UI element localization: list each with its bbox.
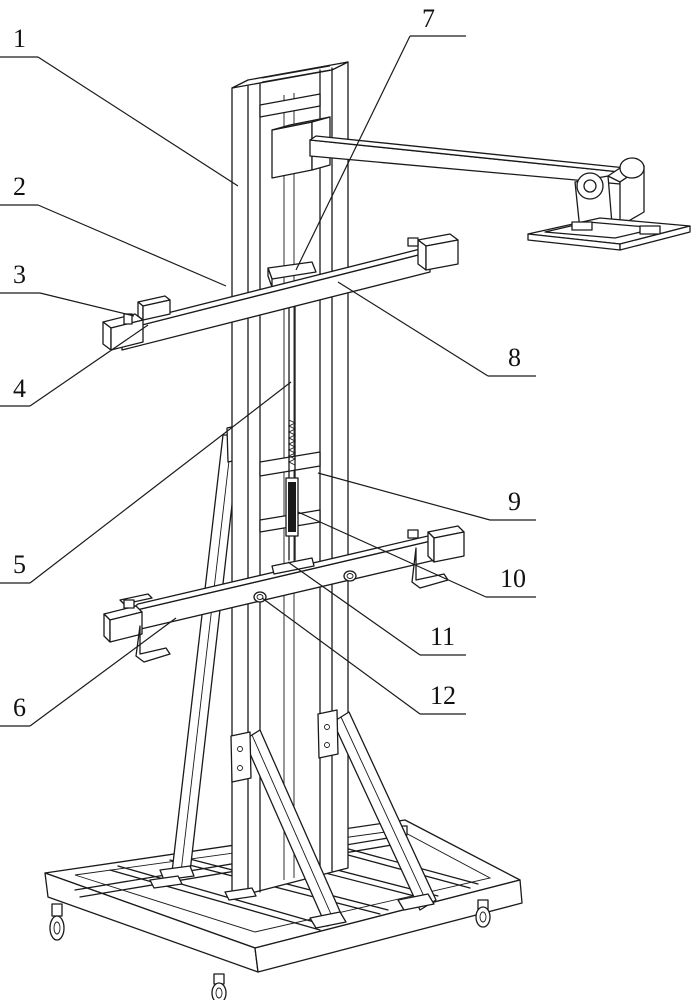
callout-labels: 1 2 3 4 5 6 7 8 9 10 11 12 — [13, 4, 526, 722]
callout-3: 3 — [13, 260, 26, 289]
callout-7: 7 — [422, 4, 435, 33]
callout-8: 8 — [508, 343, 521, 372]
callout-1: 1 — [13, 24, 26, 53]
callout-11: 11 — [430, 622, 455, 651]
callout-9: 9 — [508, 487, 521, 516]
callout-4: 4 — [13, 374, 26, 403]
callout-12: 12 — [430, 681, 456, 710]
lower-crossbar — [103, 525, 465, 663]
callout-5: 5 — [13, 550, 26, 579]
callout-2: 2 — [13, 172, 26, 201]
leader-lines — [0, 35, 536, 727]
lead-screw — [285, 294, 299, 561]
top-arm-assembly — [271, 116, 691, 251]
callout-6: 6 — [13, 693, 26, 722]
caster-wheels — [49, 825, 491, 1000]
front-braces — [149, 709, 437, 929]
callout-10: 10 — [500, 564, 526, 593]
upper-crossbar — [102, 233, 459, 351]
